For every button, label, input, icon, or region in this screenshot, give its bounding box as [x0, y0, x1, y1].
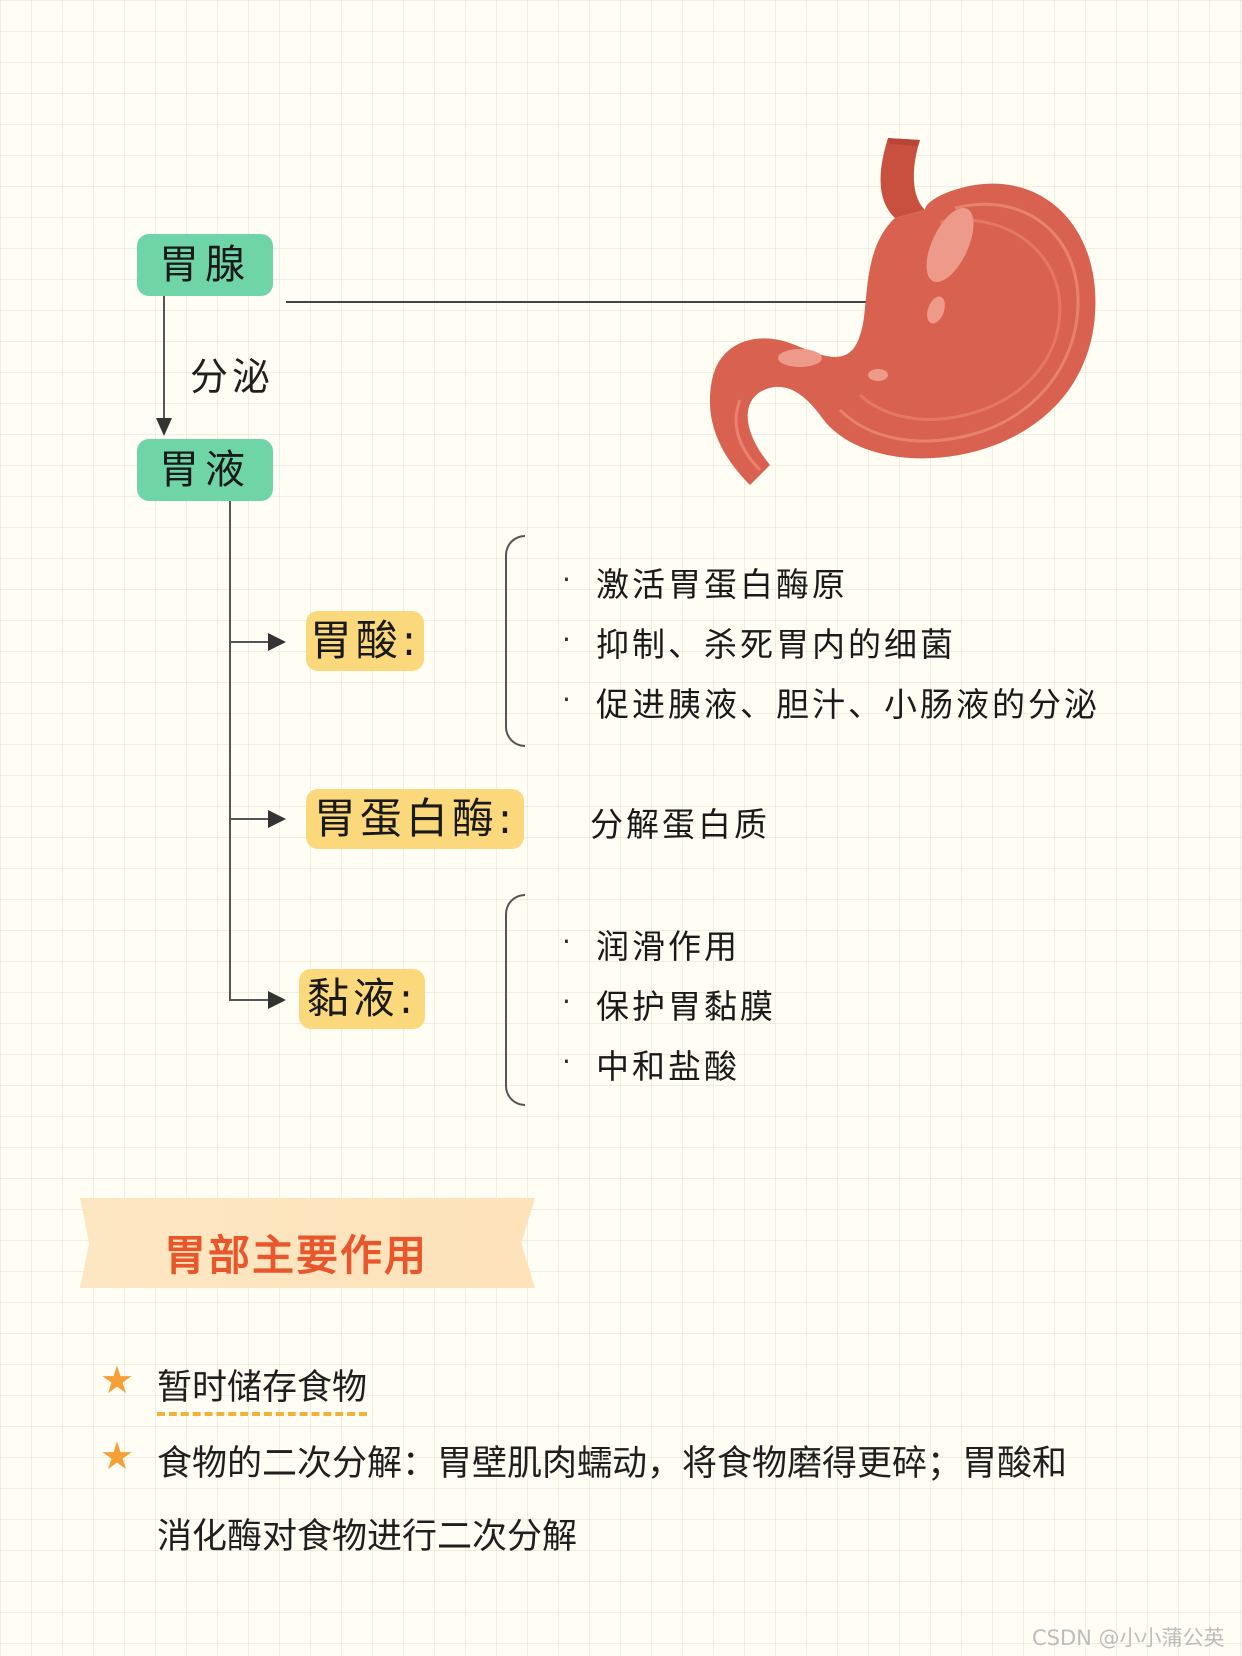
pepsin-tag: 胃蛋白酶:	[306, 789, 524, 849]
mucus-brace	[505, 894, 525, 1106]
acid-arrowhead	[268, 633, 286, 651]
star-icon: ★	[100, 1434, 134, 1478]
acid-brace	[505, 535, 525, 747]
watermark: CSDN @小小蒲公英	[1032, 1622, 1225, 1652]
mucus-arrowhead	[268, 991, 286, 1009]
bullet-dot: ·	[562, 623, 571, 656]
mucus-branch-line	[229, 999, 271, 1001]
function-item-1: 暂时储存食物	[157, 1368, 367, 1416]
mucus-item-2: 保护胃黏膜	[596, 980, 776, 1028]
secrete-arrowhead	[156, 418, 172, 436]
bullet-dot: ·	[562, 683, 571, 716]
secrete-arrow-line	[163, 296, 165, 418]
acid-item-2: 抑制、杀死胃内的细菌	[596, 618, 956, 666]
mucus-tag: 黏液:	[299, 969, 425, 1029]
secrete-label: 分泌	[190, 346, 274, 401]
bullet-dot: ·	[562, 563, 571, 596]
section-title: 胃部主要作用	[164, 1222, 428, 1283]
bullet-dot: ·	[562, 925, 571, 958]
pepsin-arrowhead	[268, 810, 286, 828]
gland-tag: 胃腺	[137, 234, 273, 296]
acid-item-1: 激活胃蛋白酶原	[596, 558, 848, 606]
mucus-item-3: 中和盐酸	[596, 1040, 740, 1088]
pepsin-branch-line	[229, 818, 271, 820]
bullet-dot: ·	[562, 1045, 571, 1078]
function-item-2-line-1: 食物的二次分解：胃壁肌肉蠕动，将食物磨得更碎；胃酸和	[157, 1435, 1067, 1486]
mucus-item-1: 润滑作用	[596, 920, 740, 968]
pepsin-desc: 分解蛋白质	[590, 798, 770, 846]
juice-tag: 胃液	[137, 439, 273, 501]
star-icon: ★	[100, 1358, 134, 1402]
acid-branch-line	[229, 641, 271, 643]
acid-item-3: 促进胰液、胆汁、小肠液的分泌	[596, 678, 1100, 726]
acid-tag: 胃酸:	[306, 611, 424, 671]
function-item-2-line-2: 消化酶对食物进行二次分解	[157, 1508, 577, 1559]
juice-tree-line	[229, 501, 231, 1001]
stomach-illustration	[700, 130, 1110, 500]
bullet-dot: ·	[562, 985, 571, 1018]
